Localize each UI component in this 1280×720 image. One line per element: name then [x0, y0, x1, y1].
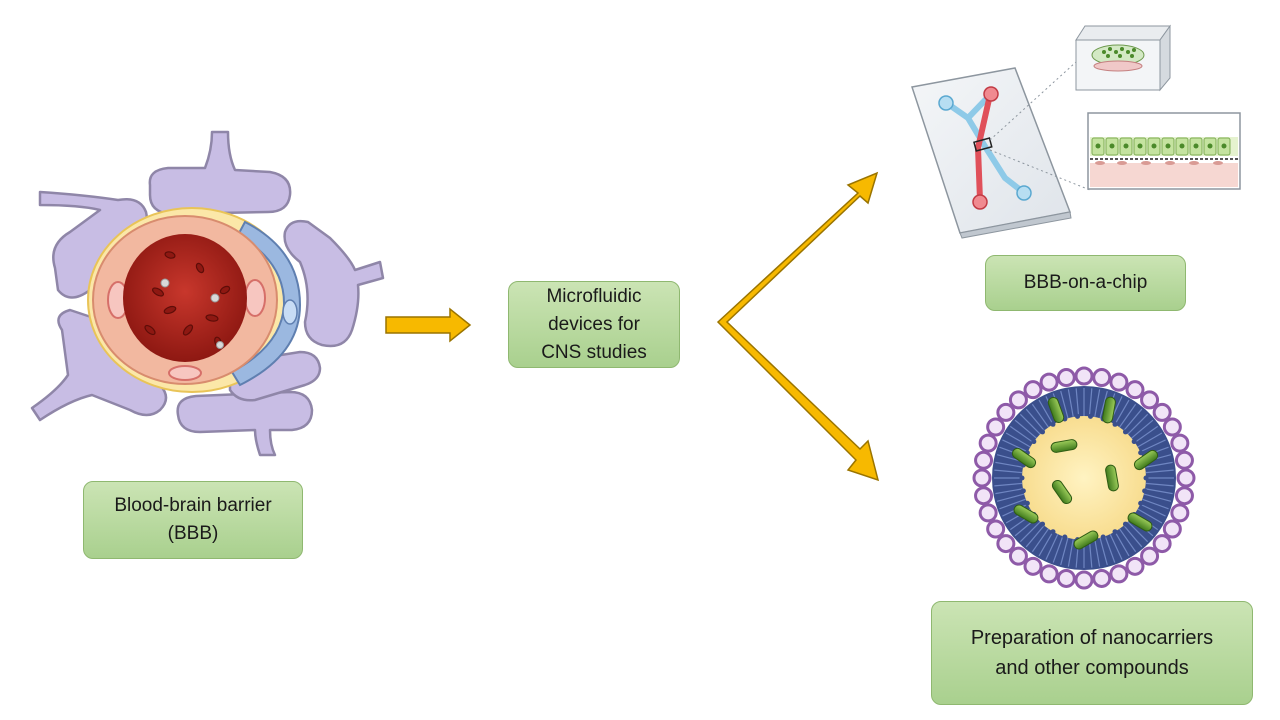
lipid-head	[1162, 519, 1182, 539]
microfluidic-label-line3: CNS studies	[541, 341, 647, 363]
lipid-head	[1109, 372, 1129, 392]
pericyte	[230, 220, 302, 387]
vessel-lumen	[123, 234, 247, 362]
bbb-on-chip-label-box: BBB-on-a-chip	[985, 255, 1186, 311]
drug-molecule	[1073, 530, 1099, 550]
lipid-head	[1039, 564, 1059, 584]
lipid-head	[1023, 556, 1043, 576]
lipid-head	[1074, 570, 1094, 590]
bbb-label-line2: (BBB)	[167, 523, 219, 544]
lipid-head	[1109, 564, 1129, 584]
lipid-head	[1140, 390, 1160, 410]
lipid-head	[1170, 433, 1190, 453]
drug-molecule	[1127, 512, 1153, 532]
lipid-head	[1056, 568, 1076, 588]
lipid-head	[1162, 417, 1182, 437]
lipid-head	[1174, 450, 1194, 470]
lipid-head	[1170, 503, 1190, 523]
lipid-head	[996, 534, 1016, 554]
lipid-head	[1092, 568, 1112, 588]
lipid-head	[1176, 468, 1196, 488]
drug-molecule	[1102, 396, 1116, 424]
lipid-head	[1152, 534, 1172, 554]
lipid-head	[986, 519, 1006, 539]
drug-molecule	[1047, 396, 1065, 424]
lipid-head	[978, 503, 998, 523]
lipid-head	[1023, 380, 1043, 400]
microfluidic-label-line2: devices for	[548, 313, 640, 335]
bbb-cross-section-illustration	[30, 130, 385, 457]
astrocyte-endfeet	[30, 130, 385, 457]
lipid-head	[1152, 402, 1172, 422]
drug-molecule	[1105, 464, 1119, 492]
nanocarriers-label-box: Preparation of nanocarriers and other co…	[931, 601, 1253, 705]
arrow-right-icon	[385, 307, 472, 343]
bbb-on-chip-label: BBB-on-a-chip	[1023, 272, 1148, 293]
lipid-head	[1125, 556, 1145, 576]
lipid-head	[1074, 366, 1094, 386]
drug-molecule	[1013, 504, 1039, 524]
nanocarriers-label-line1: Preparation of nanocarriers	[970, 627, 1214, 649]
bbb-label-box: Blood-brain barrier (BBB)	[83, 481, 303, 559]
lipid-head	[1092, 368, 1112, 388]
lipid-head	[996, 402, 1016, 422]
lipid-head	[978, 433, 998, 453]
lipid-head	[1039, 372, 1059, 392]
drug-molecule	[1051, 479, 1073, 505]
drug-molecule	[1133, 449, 1159, 471]
lipid-head	[1056, 368, 1076, 388]
drug-molecule	[1050, 439, 1078, 453]
aqueous-core	[1022, 416, 1146, 540]
lipid-head	[1008, 546, 1028, 566]
lipid-head	[1008, 390, 1028, 410]
organ-chip-illustration	[911, 24, 1241, 239]
arrow-fork-icon	[716, 171, 880, 482]
lipid-head	[972, 468, 992, 488]
bbb-label-line1: Blood-brain barrier	[114, 495, 272, 516]
lipid-head	[986, 417, 1006, 437]
microfluidic-label-line1: Microfluidic	[546, 285, 642, 307]
microfluidic-label-box: Microfluidic devices for CNS studies	[508, 281, 680, 368]
drug-molecule	[1011, 447, 1037, 469]
nanocarriers-label-line2: and other compounds	[995, 657, 1189, 679]
lipid-head	[974, 450, 994, 470]
lipid-head	[1125, 380, 1145, 400]
lipid-head	[1174, 486, 1194, 506]
lipid-head	[1140, 546, 1160, 566]
liposome-nanocarrier-illustration	[972, 366, 1196, 590]
lipid-head	[974, 486, 994, 506]
